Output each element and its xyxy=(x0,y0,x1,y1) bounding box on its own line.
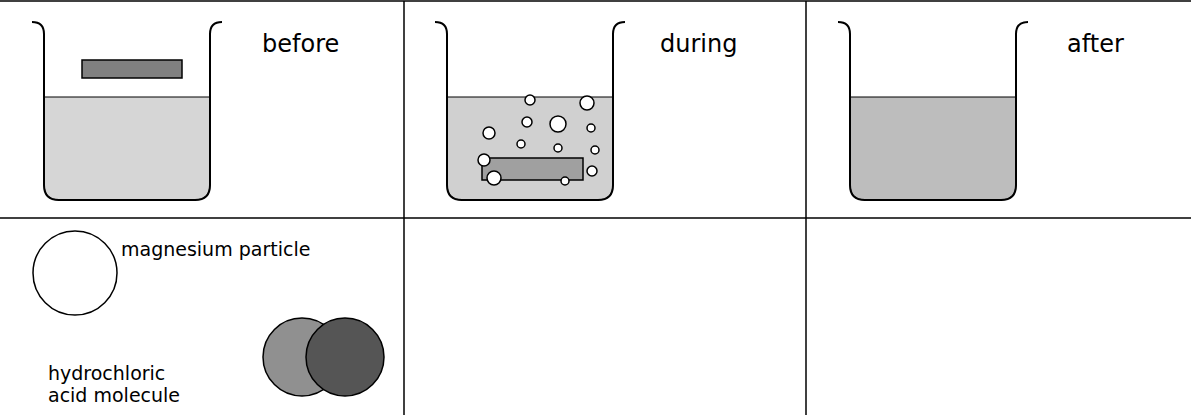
stage-label: after xyxy=(1067,30,1124,58)
key-label: magnesium particle xyxy=(121,238,381,260)
magnesium-strip xyxy=(82,60,182,78)
beaker-during xyxy=(435,22,625,200)
key-label: hydrochloric acid molecule xyxy=(48,362,198,406)
stage-label: during xyxy=(660,30,737,58)
acid-molecule-symbol xyxy=(263,318,384,396)
stage-label: before xyxy=(262,30,339,58)
beaker-before xyxy=(32,22,222,200)
magnesium-particle-symbol xyxy=(33,231,117,315)
gas-bubbles xyxy=(478,95,599,185)
beaker-after xyxy=(838,22,1028,200)
